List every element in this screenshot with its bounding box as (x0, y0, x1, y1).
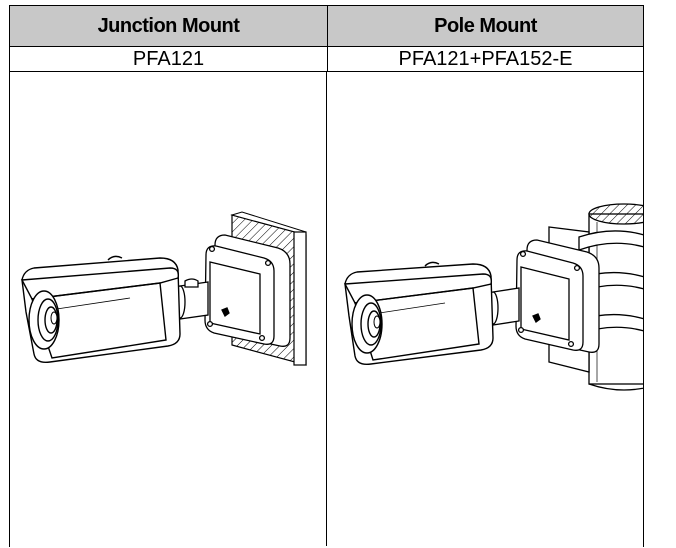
junction-box-icon (515, 239, 600, 353)
model-row: PFA121 PFA121+PFA152-E (10, 47, 643, 72)
model-junction-mount: PFA121 (10, 47, 327, 72)
mount-table: Junction Mount Pole Mount PFA121 PFA121+… (9, 5, 644, 547)
junction-mount-illustration (10, 72, 326, 546)
junction-box-icon (204, 234, 291, 347)
camera-pole-mount-drawing (343, 203, 643, 391)
bullet-camera-icon (20, 255, 181, 364)
header-junction-mount: Junction Mount (10, 6, 327, 47)
pole-mount-illustration (326, 72, 643, 546)
bullet-camera-icon (343, 261, 494, 366)
header-row: Junction Mount Pole Mount (10, 6, 643, 47)
illustration-row (10, 72, 643, 546)
mount-arm-icon (174, 278, 209, 320)
header-pole-mount: Pole Mount (327, 6, 643, 47)
camera-wall-mount-drawing (20, 211, 307, 366)
model-pole-mount: PFA121+PFA152-E (327, 47, 643, 72)
